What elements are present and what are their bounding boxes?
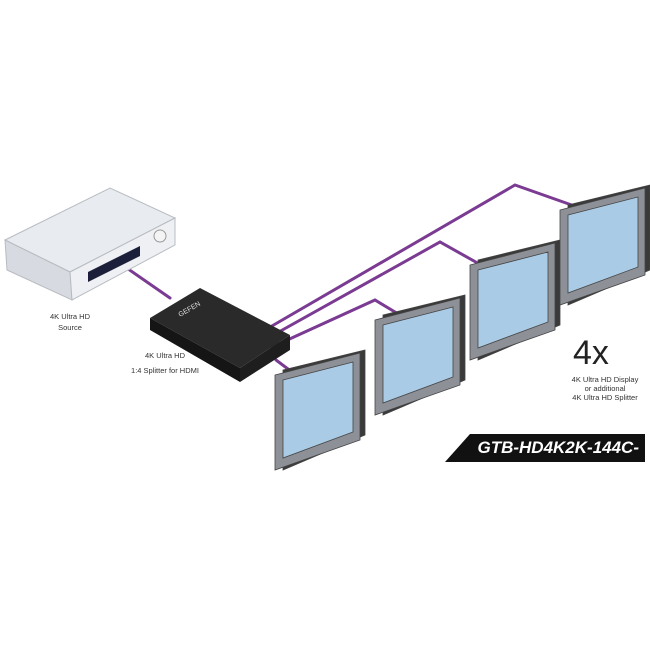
monitor-screen: [477, 251, 549, 349]
display-count: 4x: [573, 334, 609, 372]
monitor-screen: [382, 306, 454, 404]
display-monitor-3: [469, 239, 561, 361]
display-label-line2: or additional: [584, 384, 626, 393]
display-monitor-2: [374, 294, 466, 416]
splitter-label: 4K Ultra HD 1:4 Splitter for HDMI: [110, 350, 220, 376]
source-label-line2: Source: [58, 323, 82, 332]
cable-display-3: [266, 240, 492, 340]
display-label-line1: 4K Ultra HD Display: [571, 375, 639, 384]
splitter-label-line2: 1:4 Splitter for HDMI: [131, 366, 199, 375]
source-label-line1: 4K Ultra HD: [49, 312, 90, 321]
model-number: GTB-HD4K2K-144C-BLK: [477, 438, 639, 485]
splitter-label-line1: 4K Ultra HD: [144, 351, 185, 360]
monitor-screen: [282, 361, 354, 459]
source-label: 4K Ultra HD Source: [30, 311, 110, 333]
display-label: 4K Ultra HD Display or additional 4K Ult…: [560, 375, 650, 402]
display-label-line3: 4K Ultra HD Splitter: [572, 393, 638, 402]
display-monitor-1: [274, 349, 366, 471]
splitter-device: GEFEN: [150, 288, 290, 382]
source-device: [3, 187, 177, 301]
monitor-screen: [567, 196, 639, 294]
display-monitor-4: [559, 184, 650, 306]
model-banner: [445, 434, 645, 462]
